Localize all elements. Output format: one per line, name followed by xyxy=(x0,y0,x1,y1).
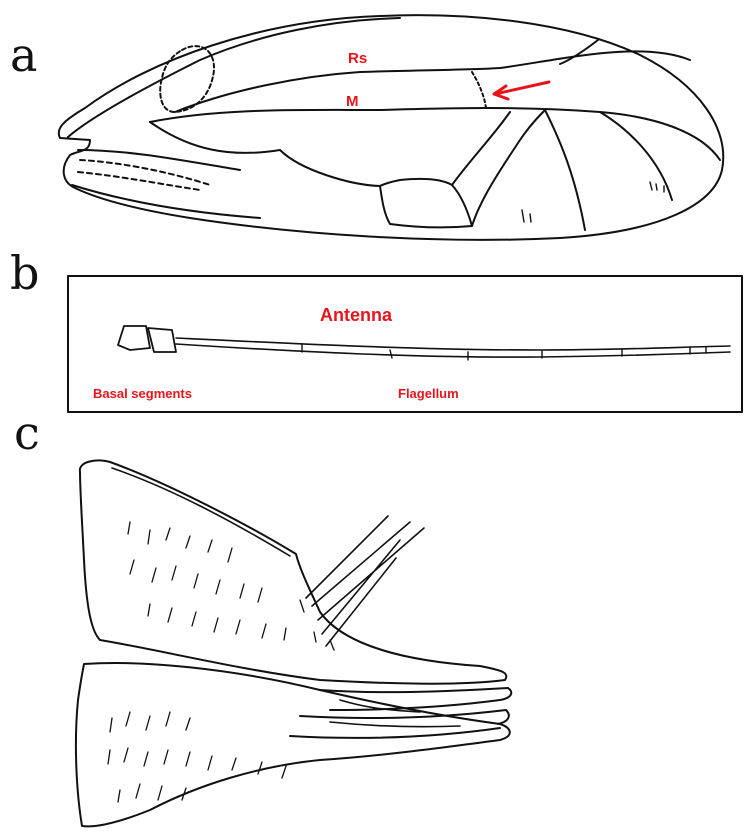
vein-rs xyxy=(175,51,690,112)
crossvein-dashed xyxy=(472,72,486,108)
vein-label-rs: Rs xyxy=(348,50,367,67)
crossvein-upper-right xyxy=(560,40,598,64)
aedeagus-upper xyxy=(320,688,511,710)
long-setae xyxy=(306,516,424,646)
upper-plate xyxy=(80,460,506,683)
antenna-title: Antenna xyxy=(320,305,393,325)
flagellum-line-bottom xyxy=(176,344,730,357)
lower-plate xyxy=(76,663,510,826)
anal-vein-1 xyxy=(78,150,240,170)
vein-m4 xyxy=(600,112,672,200)
wing-drawing: Rs M xyxy=(59,15,724,240)
wing-costal-vein xyxy=(68,18,400,137)
upper-plate-rim xyxy=(112,468,290,556)
vein-cu xyxy=(150,122,380,186)
terminalia-drawing xyxy=(76,460,511,826)
basal-segment-1 xyxy=(118,326,150,350)
wing-bristles xyxy=(522,182,664,222)
cell-closed xyxy=(380,179,472,227)
aedeagus-lower xyxy=(290,728,500,738)
upper-plate-setae xyxy=(128,522,334,650)
basal-segments-label: Basal segments xyxy=(93,386,192,401)
antenna-panel: Antenna Basal segments Flagellum xyxy=(68,276,742,412)
vein-label-m: M xyxy=(346,93,359,110)
flagellum-label: Flagellum xyxy=(398,386,459,401)
paramere-line xyxy=(330,700,460,727)
basal-segment-2 xyxy=(148,328,176,352)
anal-vein-dashed-2 xyxy=(78,172,200,190)
basal-cell-dashed xyxy=(160,46,214,112)
vein-m1 xyxy=(452,112,510,185)
arrow-icon xyxy=(494,82,549,99)
vein-m2 xyxy=(472,110,545,226)
vein-m3 xyxy=(545,110,585,230)
